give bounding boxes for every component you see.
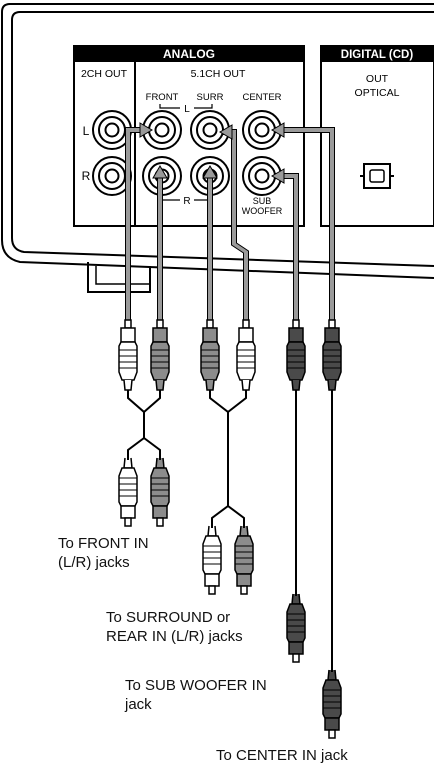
surr-label: SURR <box>197 92 224 103</box>
sub-label: SUB <box>253 196 272 206</box>
device-rear-panel <box>1 3 434 293</box>
plug-front-l <box>118 319 138 391</box>
plug-subwoofer <box>286 319 306 391</box>
center-label: CENTER <box>242 92 281 103</box>
out-label: OUT <box>366 73 389 85</box>
digital-section: DIGITAL (CD) OUT OPTICAL <box>320 45 434 227</box>
surround-in-caption-line2: REAR IN (L/R) jacks <box>106 628 243 645</box>
plug-surround-in-l <box>202 525 222 595</box>
plug-subwoofer-in <box>286 593 306 663</box>
front-in-caption-line1: To FRONT IN <box>58 535 149 552</box>
connection-arrows <box>139 122 285 184</box>
woofer-label: WOOFER <box>242 206 283 216</box>
jack-l-label: L <box>83 124 90 138</box>
plug-center <box>322 319 342 391</box>
front-label: FRONT <box>146 92 179 103</box>
ch51-out-label: 5.1CH OUT <box>191 68 246 80</box>
analog-section: ANALOG 2CH OUT 5.1CH OUT FRONT SURR CENT… <box>73 45 305 227</box>
front-in-caption-line2: (L/R) jacks <box>58 554 130 571</box>
jack-r-label: R <box>82 169 91 183</box>
surround-in-caption-line1: To SURROUND or <box>106 609 231 626</box>
plug-front-in-r <box>150 457 170 527</box>
front-in-caption: To FRONT IN (L/R) jacks <box>58 534 149 572</box>
optical-label: OPTICAL <box>355 87 400 99</box>
plug-surr-l <box>236 319 256 391</box>
r-bracket-label: R <box>183 196 190 207</box>
digital-header: DIGITAL (CD) <box>341 49 414 61</box>
rca-wires <box>127 390 333 672</box>
optical-port-icon <box>360 163 394 189</box>
plug-surr-r <box>200 319 220 391</box>
l-bracket-label: L <box>184 104 190 115</box>
plug-front-in-l <box>118 457 138 527</box>
plug-front-r <box>150 319 170 391</box>
subwoofer-in-caption-line1: To SUB WOOFER IN <box>125 677 267 694</box>
subwoofer-in-caption-line2: jack <box>125 696 152 713</box>
center-in-caption: To CENTER IN jack <box>216 746 348 765</box>
plug-center-in <box>322 669 342 739</box>
plug-surround-in-r <box>234 525 254 595</box>
ch2-out-label: 2CH OUT <box>81 68 128 80</box>
rca-plugs <box>118 319 342 739</box>
analog-header: ANALOG <box>163 47 215 61</box>
subwoofer-in-caption: To SUB WOOFER IN jack <box>125 676 267 714</box>
surround-in-caption: To SURROUND or REAR IN (L/R) jacks <box>106 608 243 646</box>
center-in-caption-line1: To CENTER IN jack <box>216 747 348 764</box>
